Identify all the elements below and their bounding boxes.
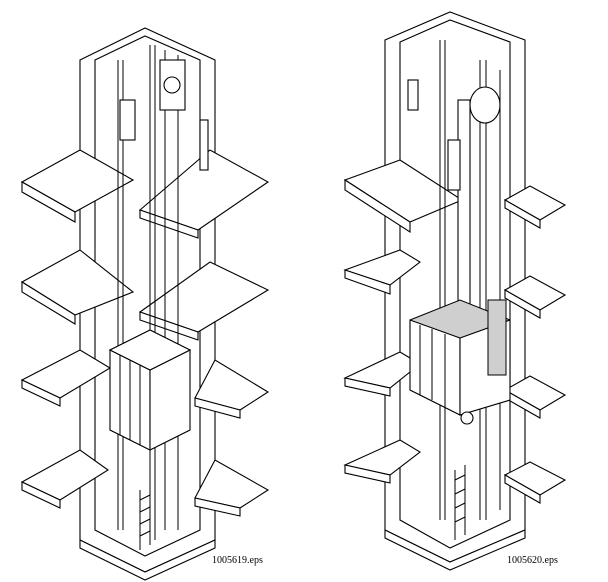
pit-ladder-right <box>454 465 466 540</box>
figure-label-right: 1005620.eps <box>507 555 558 566</box>
elevator-car-right <box>409 299 511 416</box>
floor-slabs-right <box>343 159 567 504</box>
figure-label-left: 1005619.eps <box>212 555 263 566</box>
elevator-car-left <box>108 329 192 451</box>
traction-machine <box>469 86 501 124</box>
elevator-shaft-left-drawing <box>20 27 270 581</box>
pit-ladder-left <box>139 485 151 550</box>
elevator-shaft-right-drawing <box>343 11 567 571</box>
